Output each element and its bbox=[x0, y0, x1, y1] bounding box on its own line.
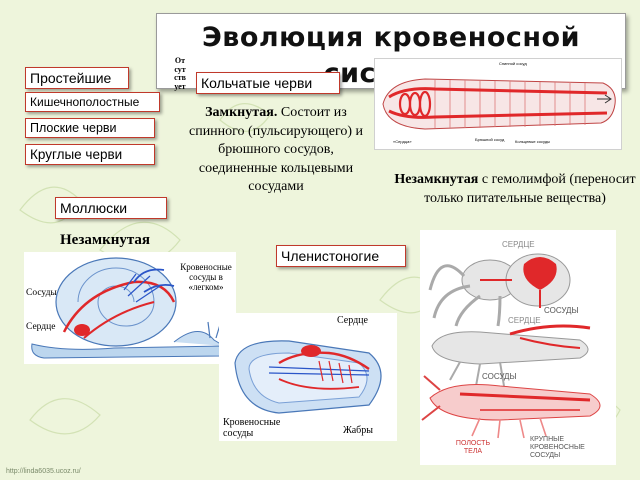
arthropod-vessels-label-1: СОСУДЫ bbox=[544, 306, 579, 315]
snail-lung-vessels-label: Кровеносные сосуды в «легком» bbox=[180, 262, 232, 292]
annelid-description-text: Состоит из спинного (пульсирующего) и бр… bbox=[188, 105, 363, 194]
label-arthropods: Членистоногие bbox=[276, 245, 406, 267]
arthropod-description-text: с гемолимфой (переносит только питательн… bbox=[424, 172, 636, 206]
snail-heart-label: Сердце bbox=[26, 322, 56, 332]
worm-ring-vessels-label: Кольцевые сосуды bbox=[515, 139, 551, 144]
clam-heart-label: Сердце bbox=[337, 315, 368, 326]
label-coelenterates: Кишечнополостные bbox=[25, 92, 160, 112]
page-title: Эволюция кровеносной системы bbox=[201, 22, 581, 88]
label-roundworms: Круглые черви bbox=[25, 144, 155, 165]
clam-diagram: Сердце Кровеносные сосуды Жабры bbox=[219, 313, 397, 441]
spider-figure bbox=[428, 253, 571, 327]
worm-hearts-label: «Сердца» bbox=[393, 139, 412, 144]
clam-gills-label: Жабры bbox=[343, 425, 373, 436]
worm-ventral-vessel-label: Брюшной сосуд bbox=[475, 137, 505, 142]
annelid-diagram: Спинной сосуд «Сердца» Брюшной сосуд Кол… bbox=[374, 58, 622, 150]
arthropod-heart-label-2: СЕРДЦЕ bbox=[508, 316, 541, 325]
earthworm-illustration bbox=[382, 78, 616, 130]
annelid-description-bold: Замкнутая. bbox=[205, 105, 278, 120]
arthropod-heart-label: СЕРДЦЕ bbox=[502, 240, 535, 249]
arthropods-diagram: СЕРДЦЕ СОСУДЫ СЕРДЦЕ СОСУДЫ ПОЛОСТЬ ТЕЛА… bbox=[420, 230, 616, 465]
label-annelids: Кольчатые черви bbox=[196, 72, 340, 94]
clam-vessels-label: Кровеносные сосуды bbox=[223, 417, 281, 439]
watermark: http://linda6035.ucoz.ru/ bbox=[6, 468, 81, 475]
label-flatworms: Плоские черви bbox=[25, 118, 155, 138]
crayfish-figure bbox=[421, 375, 601, 439]
clam-illustration bbox=[234, 340, 382, 414]
label-protozoa: Простейшие bbox=[25, 67, 129, 89]
mollusk-heading: Незамкнутая bbox=[60, 232, 151, 248]
arthropod-body-cavity-label: ПОЛОСТЬ ТЕЛА bbox=[455, 440, 491, 455]
snail-diagram: Кровеносные сосуды в «легком» Сосуды Сер… bbox=[24, 252, 236, 364]
arthropod-description: Незамкнутая с гемолимфой (переносит толь… bbox=[392, 170, 638, 208]
label-mollusks: Моллюски bbox=[55, 197, 167, 219]
annelid-description: Замкнутая. Состоит из спинного (пульсиру… bbox=[188, 104, 364, 197]
arthropod-ring-vessels-label: КРУПНЫЕ КРОВЕНОСНЫЕ СОСУДЫ bbox=[530, 436, 585, 459]
arthropod-description-bold: Незамкнутая bbox=[394, 172, 479, 187]
worm-dorsal-vessel-label: Спинной сосуд bbox=[499, 61, 527, 66]
arthropod-vessels-label-2: СОСУДЫ bbox=[482, 372, 517, 381]
snail-vessels-label: Сосуды bbox=[26, 288, 57, 298]
arthropods-illustration bbox=[421, 253, 601, 439]
insect-figure bbox=[431, 324, 591, 387]
absent-note: Отсутствует bbox=[174, 56, 186, 91]
